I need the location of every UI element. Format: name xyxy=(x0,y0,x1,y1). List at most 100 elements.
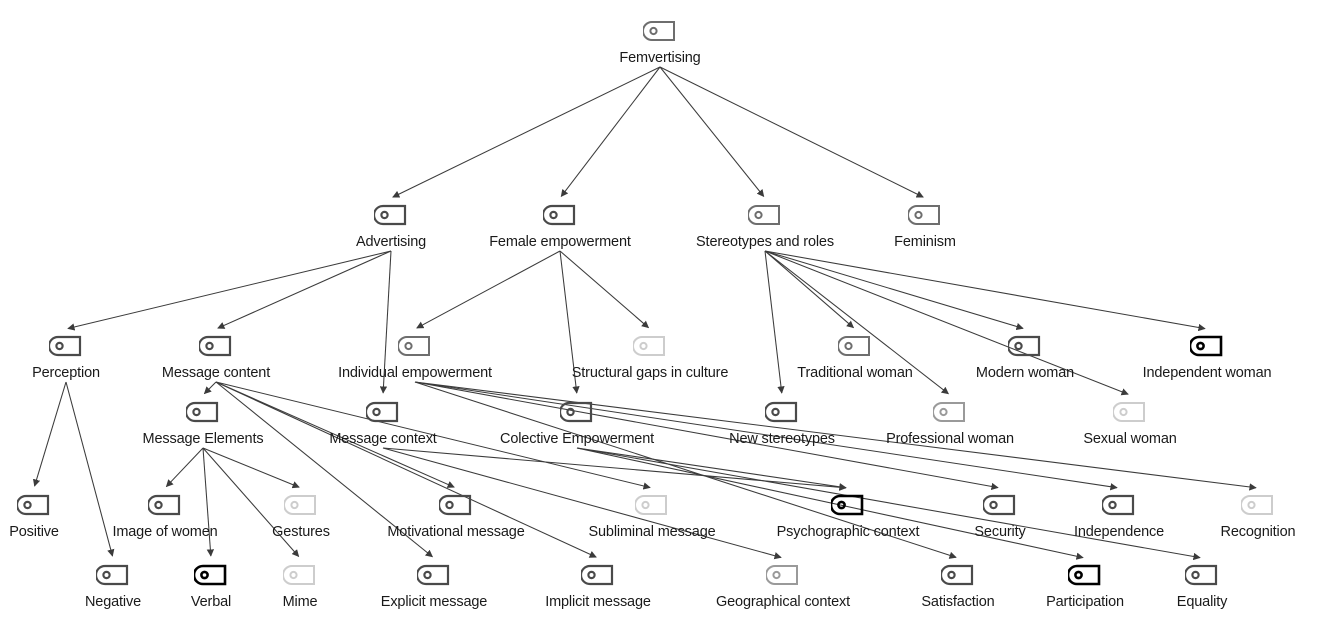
node-label-sexual_woman[interactable]: Sexual woman xyxy=(1083,431,1177,447)
tag-icon[interactable] xyxy=(1183,564,1219,591)
tag-icon[interactable] xyxy=(437,494,473,521)
edge-message_content-to-message_elements xyxy=(203,381,217,395)
edge-advertising-to-message_context xyxy=(379,250,392,394)
tag-icon[interactable] xyxy=(558,401,594,428)
tag-icon[interactable] xyxy=(1188,335,1224,362)
tag-icon[interactable] xyxy=(192,564,228,591)
tag-icon[interactable] xyxy=(397,335,432,362)
tag-icon[interactable] xyxy=(47,335,83,362)
tag-icon[interactable] xyxy=(837,335,872,362)
edge-stereotypes_roles-to-traditional_woman xyxy=(764,250,855,329)
tag-icon[interactable] xyxy=(1066,564,1102,591)
tag-icon[interactable] xyxy=(94,564,130,591)
edge-message_elements-to-mime xyxy=(202,447,300,558)
edge-colective_empowerment-to-equality xyxy=(576,447,1201,561)
node-label-participation[interactable]: Participation xyxy=(1046,594,1124,610)
edge-female_empowerment-to-individual_empowerment xyxy=(416,250,561,329)
node-label-message_content[interactable]: Message content xyxy=(161,365,271,381)
edge-perception-to-positive xyxy=(32,381,67,487)
tag-icon[interactable] xyxy=(282,564,317,591)
node-label-traditional_woman[interactable]: Traditional woman xyxy=(797,365,913,381)
tag-icon[interactable] xyxy=(632,335,667,362)
node-label-recognition[interactable]: Recognition xyxy=(1220,524,1296,540)
node-label-advertising[interactable]: Advertising xyxy=(355,234,427,250)
node-label-colective_empowerment[interactable]: Colective Empowerment xyxy=(500,431,654,447)
tag-icon[interactable] xyxy=(907,204,942,231)
edge-colective_empowerment-to-psychographic_context xyxy=(576,447,847,491)
tag-icon[interactable] xyxy=(1100,494,1136,521)
tag-icon[interactable] xyxy=(197,335,233,362)
node-label-stereotypes_roles[interactable]: Stereotypes and roles xyxy=(696,234,834,250)
tag-icon[interactable] xyxy=(372,204,408,231)
node-label-female_empowerment[interactable]: Female empowerment xyxy=(489,234,631,250)
edge-message_content-to-motivational_message xyxy=(215,381,455,488)
node-label-new_stereotypes[interactable]: New stereotypes xyxy=(729,431,835,447)
edge-message_content-to-explicit_message xyxy=(215,381,434,558)
node-label-implicit_message[interactable]: Implicit message xyxy=(545,594,651,610)
tag-icon[interactable] xyxy=(1112,401,1147,428)
edge-femvertising-to-advertising xyxy=(392,66,661,198)
node-label-individual_empowerment[interactable]: Individual empowerment xyxy=(338,365,492,381)
edge-individual_empowerment-to-satisfaction xyxy=(414,381,957,559)
node-label-security[interactable]: Security xyxy=(974,524,1026,540)
tag-icon[interactable] xyxy=(747,204,782,231)
tag-icon[interactable] xyxy=(939,564,975,591)
node-label-professional_woman[interactable]: Professional woman xyxy=(886,431,1014,447)
node-label-verbal[interactable]: Verbal xyxy=(190,594,232,610)
node-label-message_elements[interactable]: Message Elements xyxy=(142,431,264,447)
edge-stereotypes_roles-to-new_stereotypes xyxy=(764,250,785,394)
node-label-psychographic_context[interactable]: Psychographic context xyxy=(776,524,920,540)
tag-icon[interactable] xyxy=(763,401,799,428)
edge-message_content-to-implicit_message xyxy=(215,381,597,558)
node-label-subliminal_message[interactable]: Subliminal message xyxy=(588,524,716,540)
edge-message_context-to-geographical_context xyxy=(382,447,782,560)
tag-icon[interactable] xyxy=(283,494,318,521)
edge-message_elements-to-verbal xyxy=(202,447,215,557)
node-label-negative[interactable]: Negative xyxy=(84,594,142,610)
node-label-motivational_message[interactable]: Motivational message xyxy=(387,524,525,540)
node-label-modern_woman[interactable]: Modern woman xyxy=(975,365,1075,381)
node-label-image_of_women[interactable]: Image of women xyxy=(112,524,218,540)
tag-icon[interactable] xyxy=(541,204,577,231)
tag-icon[interactable] xyxy=(364,401,400,428)
edge-femvertising-to-feminism xyxy=(659,66,924,198)
node-label-message_context[interactable]: Message context xyxy=(329,431,437,447)
node-label-feminism[interactable]: Feminism xyxy=(894,234,956,250)
node-label-positive[interactable]: Positive xyxy=(9,524,59,540)
tag-icon[interactable] xyxy=(829,494,865,521)
node-label-satisfaction[interactable]: Satisfaction xyxy=(921,594,995,610)
edge-femvertising-to-female_empowerment xyxy=(560,66,661,197)
edge-message_content-to-subliminal_message xyxy=(215,381,651,490)
edge-individual_empowerment-to-recognition xyxy=(414,381,1257,491)
edge-stereotypes_roles-to-independent_woman xyxy=(764,250,1206,332)
edge-advertising-to-message_content xyxy=(217,250,392,329)
node-label-geographical_context[interactable]: Geographical context xyxy=(715,594,851,610)
node-label-gestures[interactable]: Gestures xyxy=(272,524,330,540)
edge-female_empowerment-to-colective_empowerment xyxy=(559,250,580,394)
node-label-femvertising[interactable]: Femvertising xyxy=(619,50,701,66)
tag-icon[interactable] xyxy=(15,494,51,521)
node-label-perception[interactable]: Perception xyxy=(32,365,100,381)
edge-stereotypes_roles-to-sexual_woman xyxy=(764,250,1129,396)
node-label-structural_gaps[interactable]: Structural gaps in culture xyxy=(571,365,729,381)
node-label-equality[interactable]: Equality xyxy=(1176,594,1228,610)
tag-icon[interactable] xyxy=(146,494,182,521)
tag-icon[interactable] xyxy=(184,401,220,428)
tag-icon[interactable] xyxy=(981,494,1017,521)
tag-icon[interactable] xyxy=(579,564,615,591)
tag-icon[interactable] xyxy=(415,564,451,591)
tag-icon[interactable] xyxy=(765,564,800,591)
edge-message_elements-to-gestures xyxy=(202,447,300,489)
tag-icon[interactable] xyxy=(634,494,669,521)
tag-icon[interactable] xyxy=(1240,494,1275,521)
node-label-mime[interactable]: Mime xyxy=(282,594,318,610)
node-label-independence[interactable]: Independence xyxy=(1073,524,1165,540)
edge-message_elements-to-image_of_women xyxy=(165,447,204,488)
tag-icon[interactable] xyxy=(642,20,677,47)
edge-advertising-to-perception xyxy=(67,250,392,331)
node-label-independent_woman[interactable]: Independent woman xyxy=(1142,365,1272,381)
node-label-explicit_message[interactable]: Explicit message xyxy=(380,594,488,610)
tag-icon[interactable] xyxy=(1006,335,1042,362)
tag-icon[interactable] xyxy=(932,401,967,428)
